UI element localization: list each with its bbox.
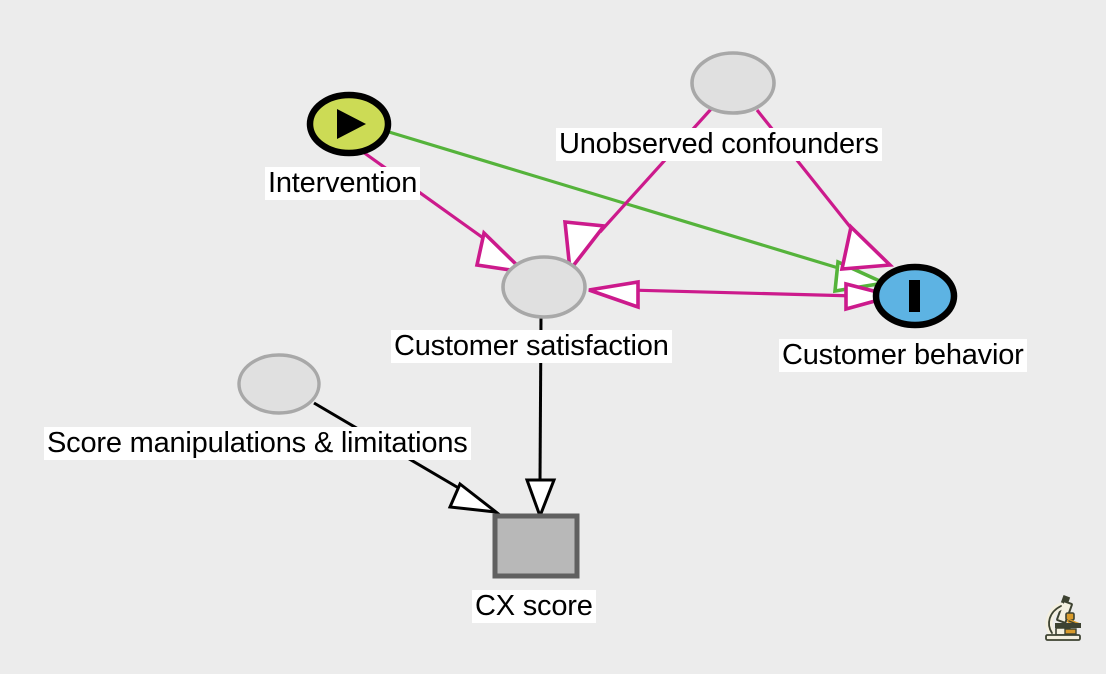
node-label-cx-score: CX score bbox=[472, 590, 596, 624]
microscope-icon bbox=[1045, 595, 1081, 641]
node-customer-satisfaction[interactable] bbox=[501, 255, 587, 319]
node-label-customer-satisfaction: Customer satisfaction bbox=[391, 330, 672, 364]
node-unobserved-confounders[interactable] bbox=[690, 51, 776, 115]
node-label-intervention: Intervention bbox=[265, 167, 421, 201]
play-triangle-icon bbox=[337, 109, 366, 139]
node-intervention[interactable] bbox=[306, 91, 392, 157]
node-label-score-manipulations: Score manipulations & limitations bbox=[44, 427, 471, 461]
edge-score-manipulations-to-cx-score[interactable] bbox=[313, 401, 502, 515]
node-cx-score[interactable] bbox=[492, 513, 580, 579]
edge-intervention-to-satisfaction[interactable] bbox=[362, 150, 530, 275]
edge-satisfaction-behavior-bidirectional[interactable] bbox=[588, 279, 901, 312]
node-score-manipulations[interactable] bbox=[237, 353, 321, 415]
node-customer-behavior[interactable] bbox=[872, 263, 958, 329]
node-label-unobserved-confounders: Unobserved confounders bbox=[556, 128, 882, 162]
node-label-customer-behavior: Customer behavior bbox=[779, 339, 1027, 373]
outcome-bar-icon bbox=[909, 280, 920, 312]
